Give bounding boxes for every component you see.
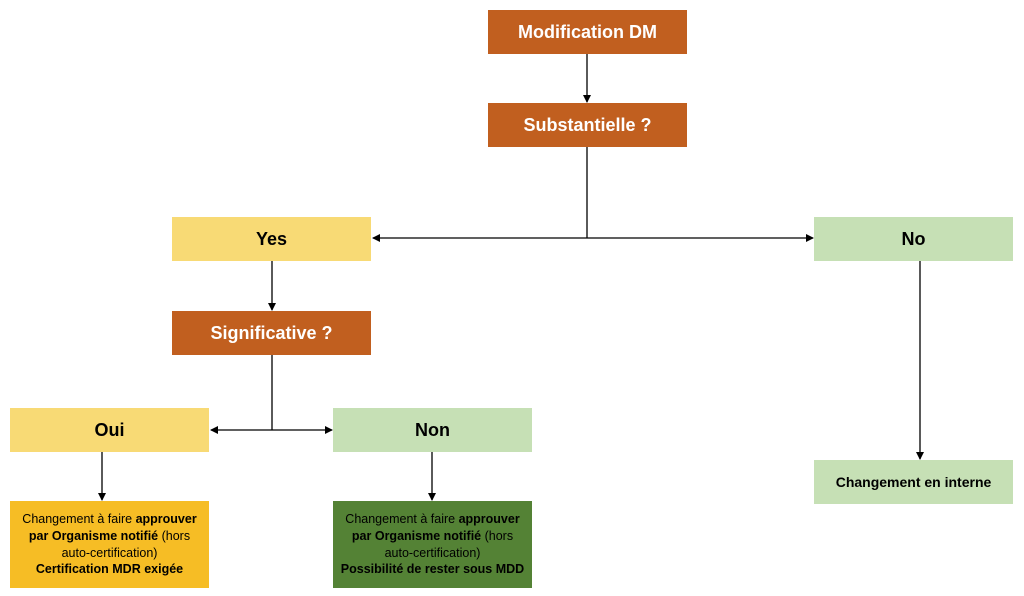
node-substantielle: Substantielle ? — [488, 103, 687, 147]
node-changement-interne: Changement en interne — [814, 460, 1013, 504]
oui-result-line-2: par Organisme notifié (hors — [28, 528, 191, 543]
node-oui: Oui — [10, 408, 209, 452]
oui-result-line-1: Changement à faire approuver — [22, 511, 197, 526]
non-result-line-2: par Organisme notifié (hors — [351, 528, 514, 543]
non-result-line-3: auto-certification) — [384, 545, 481, 560]
node-no: No — [814, 217, 1013, 261]
node-oui-result: Changement à faire approuver par Organis… — [10, 501, 209, 588]
non-result-line-1: Changement à faire approuver — [345, 511, 520, 526]
oui-result-line-3: auto-certification) — [61, 545, 158, 560]
non-result-line-4: Possibilité de rester sous MDD — [340, 562, 525, 577]
node-modification-dm: Modification DM — [488, 10, 687, 54]
node-non: Non — [333, 408, 532, 452]
node-yes: Yes — [172, 217, 371, 261]
oui-result-line-4: Certification MDR exigée — [35, 562, 184, 577]
node-non-result: Changement à faire approuver par Organis… — [333, 501, 532, 588]
node-significative: Significative ? — [172, 311, 371, 355]
